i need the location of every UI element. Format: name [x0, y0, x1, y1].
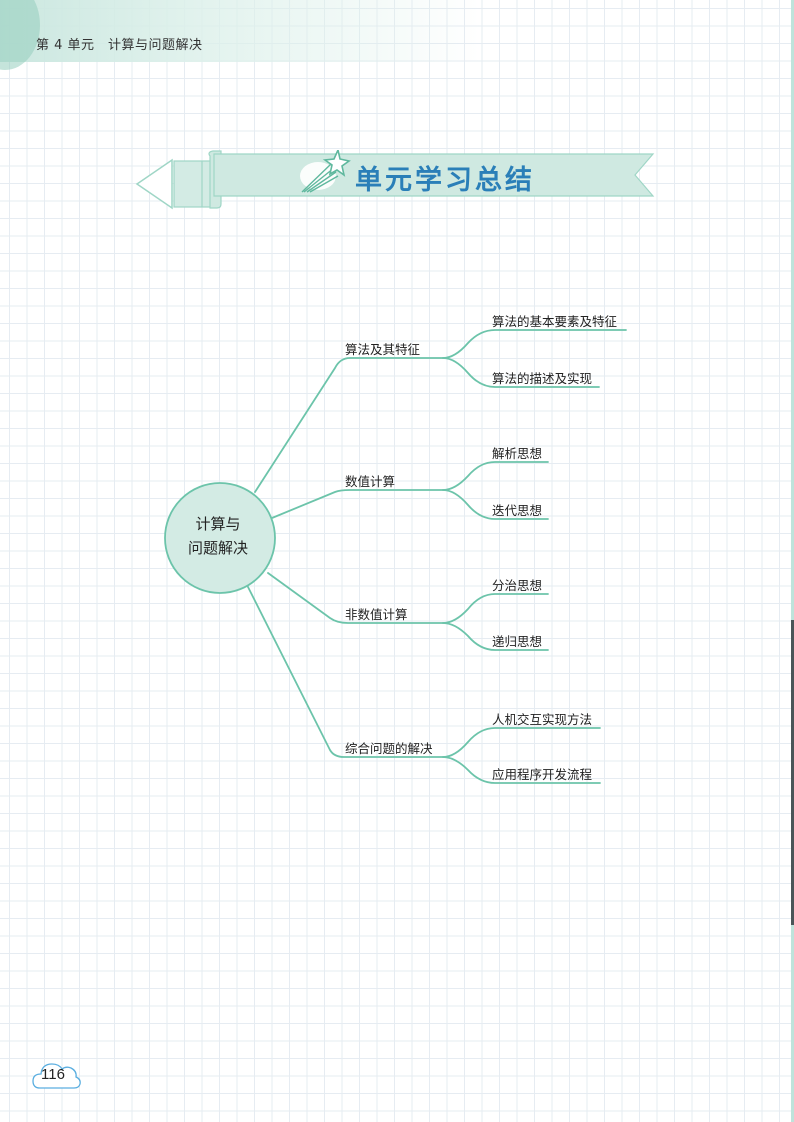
- leaf-label: 分治思想: [492, 578, 543, 593]
- leaf-label: 迭代思想: [492, 503, 543, 518]
- unit-header-title: 第 4 单元 计算与问题解决: [36, 38, 203, 53]
- section-banner: [135, 150, 655, 210]
- branch-label-integrated: 综合问题的解决: [345, 741, 433, 756]
- page-edge: [791, 0, 794, 1122]
- branch-label-non-numeric: 非数值计算: [345, 607, 408, 622]
- leaf-label: 算法的描述及实现: [492, 371, 593, 386]
- leaf-label: 递归思想: [492, 634, 543, 649]
- leaf-label: 解析思想: [492, 446, 543, 461]
- center-node-circle: [164, 482, 276, 594]
- branch-line-3: [267, 572, 444, 624]
- cloud-icon: [32, 1063, 81, 1089]
- branch-line-1: [254, 357, 444, 493]
- center-node-line2: 问题解决: [187, 539, 248, 557]
- header-band: [0, 0, 480, 70]
- branch-label-numeric: 数值计算: [345, 474, 396, 489]
- page-number: 116: [41, 1066, 65, 1083]
- branch-line-4: [246, 584, 444, 758]
- center-node-line1: 计算与: [195, 515, 241, 533]
- banner-arrow-icon: [135, 158, 173, 210]
- section-title: 单元学习总结: [355, 165, 535, 196]
- branch-label-algorithm: 算法及其特征: [345, 342, 421, 357]
- leaf-label: 人机交互实现方法: [492, 712, 593, 727]
- leaf-label: 算法的基本要素及特征: [492, 314, 618, 329]
- branch-line-2: [271, 489, 444, 519]
- shooting-star-icon: [300, 150, 351, 193]
- scrollbar-thumb[interactable]: [791, 620, 794, 925]
- leaf-label: 应用程序开发流程: [492, 767, 593, 782]
- center-node: 计算与 问题解决: [163, 512, 273, 560]
